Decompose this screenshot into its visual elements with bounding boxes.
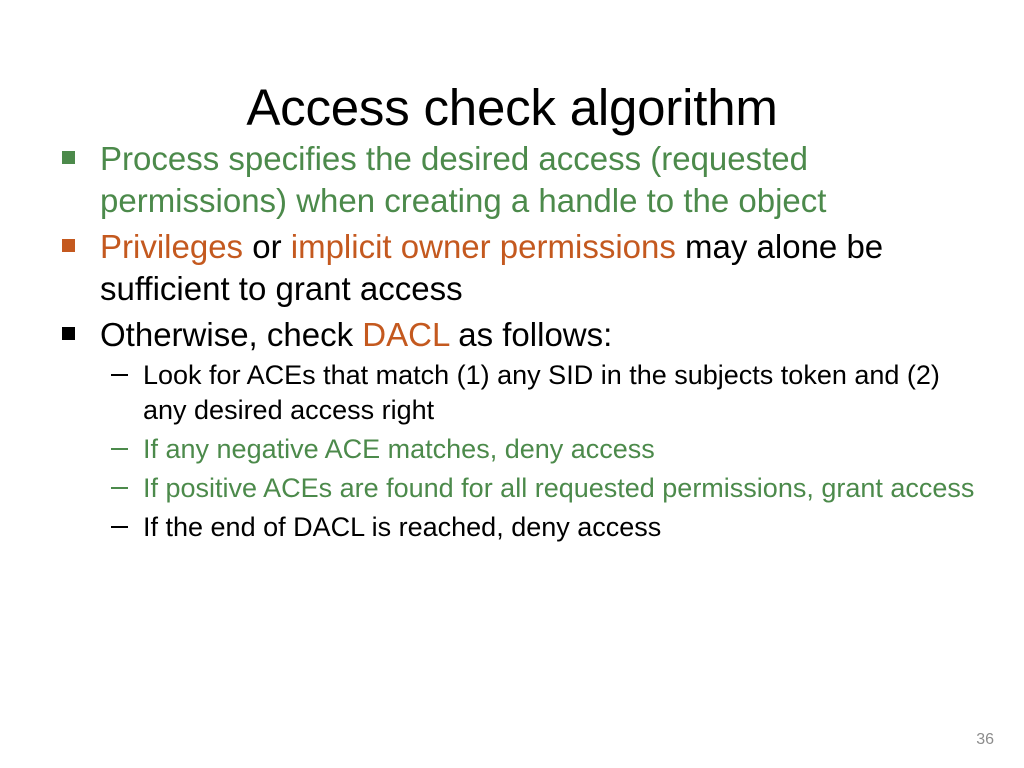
dash-bullet-icon xyxy=(111,448,128,450)
square-bullet-icon xyxy=(62,151,75,164)
bullet-text-run: DACL xyxy=(362,316,450,353)
bullet-item: Otherwise, check DACL as follows: xyxy=(0,314,960,356)
bullet-text-run: Otherwise, check xyxy=(100,316,363,353)
dash-bullet-icon xyxy=(111,487,128,489)
page-number: 36 xyxy=(976,731,994,748)
bullet-text-run: Privileges xyxy=(100,228,244,265)
bullet-text-run: may alone be sufficient to grant access xyxy=(100,228,884,307)
bullet-list: Process specifies the desired access (re… xyxy=(0,138,1024,546)
bullet-text-run: Look for ACEs that match (1) any SID in … xyxy=(143,360,940,425)
square-bullet-icon xyxy=(62,239,75,252)
dash-bullet-icon xyxy=(111,526,128,528)
bullet-text-run: implicit owner permissions xyxy=(290,228,676,265)
square-bullet-icon xyxy=(62,327,75,340)
sub-bullet-item: If the end of DACL is reached, deny acce… xyxy=(0,510,975,545)
bullet-text-run: If positive ACEs are found for all reque… xyxy=(143,473,975,503)
sub-bullet-item: If any negative ACE matches, deny access xyxy=(0,432,975,467)
bullet-text-run: as follows: xyxy=(449,316,613,353)
bullet-text-run: or xyxy=(243,228,291,265)
bullet-item: Privileges or implicit owner permissions… xyxy=(0,226,960,310)
page-title: Access check algorithm xyxy=(246,79,778,137)
dash-bullet-icon xyxy=(111,374,128,376)
bullet-text-run: If any negative ACE matches, deny access xyxy=(143,434,655,464)
sub-bullet-item: Look for ACEs that match (1) any SID in … xyxy=(0,358,975,428)
sub-bullet-item: If positive ACEs are found for all reque… xyxy=(0,471,975,506)
bullet-text-run: If the end of DACL is reached, deny acce… xyxy=(143,512,662,542)
bullet-item: Process specifies the desired access (re… xyxy=(0,138,960,222)
bullet-text-run: Process specifies the desired access (re… xyxy=(100,140,827,219)
